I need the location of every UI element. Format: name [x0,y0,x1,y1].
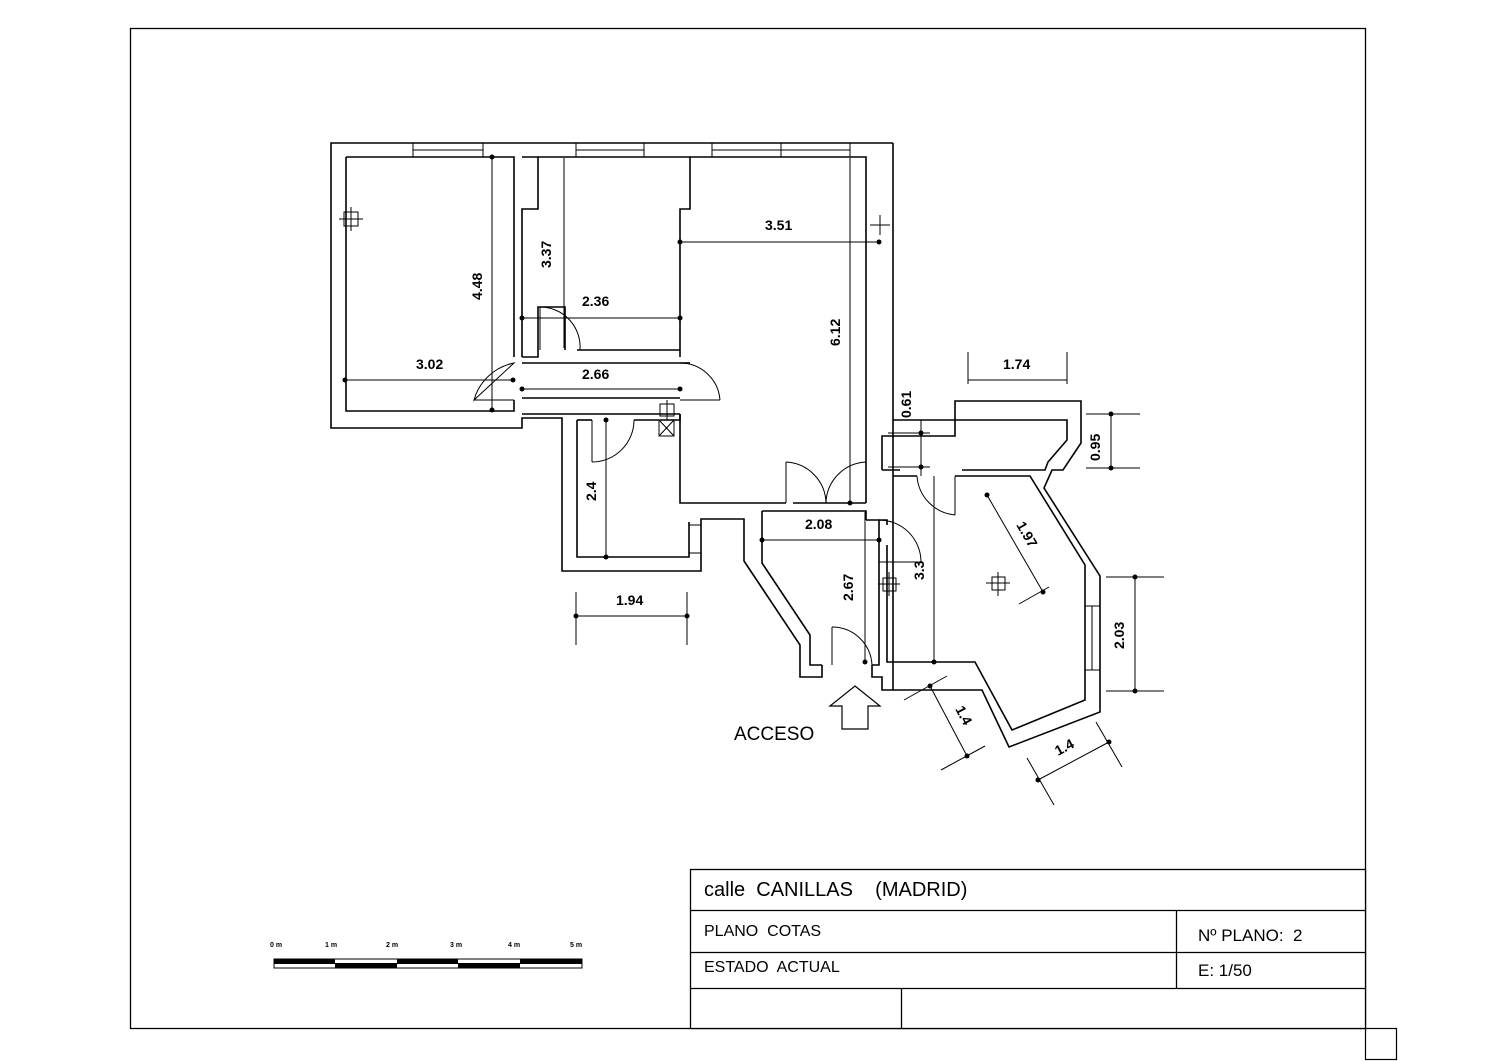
title-address: calle CANILLAS (MADRID) [704,879,967,901]
dim-1-97: 1.97 [1013,519,1041,551]
windows [412,142,1101,671]
scale-label-0: 0 m [270,942,282,949]
scale-label-2: 2 m [386,942,398,949]
dim-4-48: 4.48 [469,273,485,300]
corner-box [1364,1027,1398,1061]
scale-label-4: 4 m [508,942,520,949]
dim-2-4: 2.4 [583,481,599,501]
dim-2-36: 2.36 [582,293,609,309]
title-scale: E: 1/50 [1198,961,1252,980]
dim-6-12: 6.12 [827,319,843,346]
title-block: calle CANILLAS (MADRID) PLANO COTAS Nº P… [689,868,1367,1030]
fixtures [339,207,1010,596]
title-plan-type: PLANO COTAS [704,923,821,940]
dim-0-61: 0.61 [898,391,914,418]
dimension-lines [342,154,1164,806]
doors [473,306,956,666]
dim-1-4-left: 1.4 [952,703,975,728]
dim-2-66: 2.66 [582,366,609,382]
scale-label-3: 3 m [450,942,462,949]
scale-label-5: 5 m [570,942,582,949]
dim-0-95: 0.95 [1087,434,1103,461]
dim-3-37: 3.37 [538,241,554,268]
dim-1-74: 1.74 [1003,356,1030,372]
dim-1-94: 1.94 [616,592,643,608]
entrance-arrow-icon [828,685,882,730]
entrance-label: ACCESO [734,724,814,745]
walls [330,142,1101,749]
dim-3-51: 3.51 [765,217,792,233]
dim-1-4-bottom: 1.4 [1052,735,1077,758]
title-plan-number: Nº PLANO: 2 [1198,926,1302,945]
dim-2-67: 2.67 [840,574,856,601]
scale-bar: 0 m 1 m 2 m 3 m 4 m 5 m [270,942,583,969]
dim-2-08: 2.08 [805,516,832,532]
dim-3-02: 3.02 [416,356,443,372]
title-state: ESTADO ACTUAL [704,959,840,976]
dim-3-3: 3.3 [911,560,927,580]
scale-label-1: 1 m [325,942,337,949]
dim-2-03: 2.03 [1111,622,1127,649]
